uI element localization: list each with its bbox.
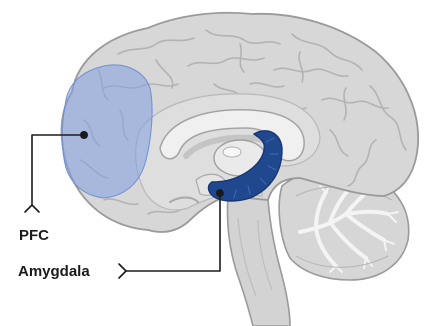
thalamus-inner [223,147,241,157]
pfc-chevron-icon [25,205,39,212]
pfc-label: PFC [19,227,49,244]
pfc-region [62,65,152,198]
amygdala-chevron-icon [119,264,126,278]
amygdala-label: Amygdala [18,263,90,280]
